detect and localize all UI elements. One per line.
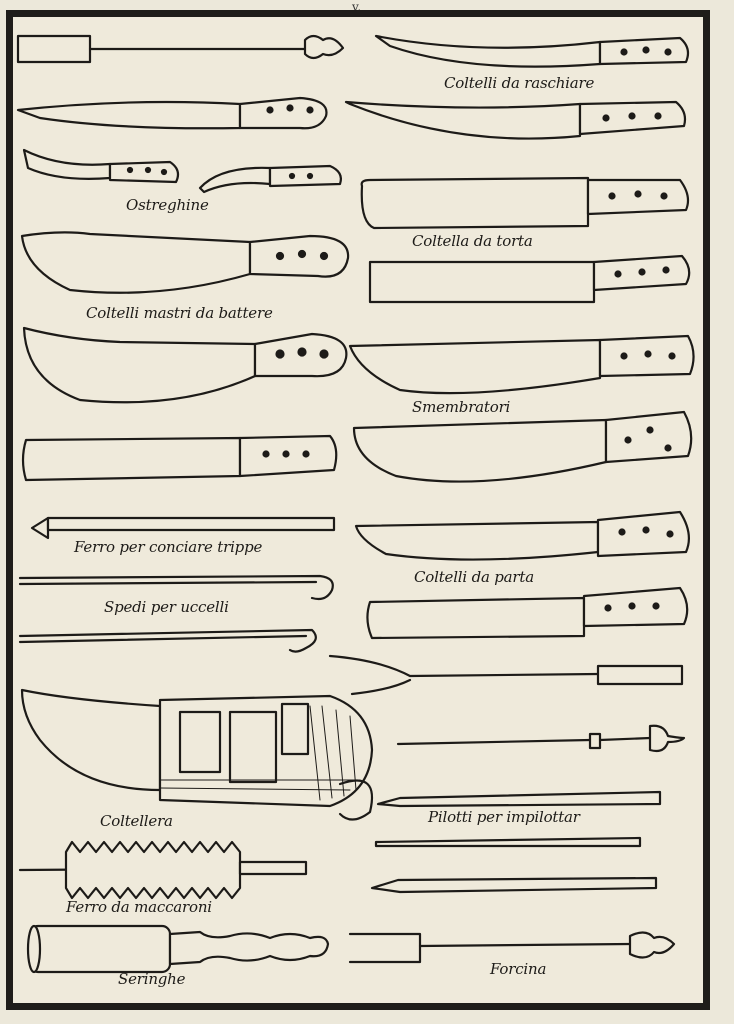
caption-coltellera: Coltellera: [100, 812, 173, 830]
skewer-top-left-illustration: [16, 34, 345, 64]
carving-fork-illustration: [328, 654, 684, 696]
larding-needle-4-illustration: [370, 876, 658, 894]
forcina-illustration: [348, 931, 676, 964]
knife-sheath-illustration: [20, 688, 374, 821]
pasta-knife-2-illustration: [366, 586, 689, 640]
caption-ostreghine: Ostreghine: [126, 196, 209, 214]
pasta-knife-1-illustration: [354, 510, 691, 561]
bird-spit-1-illustration: [18, 574, 334, 601]
caption-forcina: Forcina: [490, 960, 547, 978]
syringe-illustration: [26, 924, 330, 974]
dismembering-knife-1-illustration: [348, 334, 695, 395]
caption-ferro-per-conciare-trippe: Ferro per conciare trippe: [74, 538, 263, 556]
tripe-iron-illustration: [30, 516, 336, 540]
pie-knife-1-illustration: [360, 176, 690, 230]
knife-1-left-illustration: [16, 96, 328, 130]
oyster-knife-1-illustration: [22, 148, 180, 184]
larding-needle-1-illustration: [396, 724, 686, 753]
caption-coltelli-mastri-da-battere: Coltelli mastri da battere: [86, 304, 273, 322]
scraping-knife-1-illustration: [374, 34, 690, 68]
master-knife-2-illustration: [22, 326, 348, 404]
caption-coltelli-da-parta: Coltelli da parta: [414, 568, 534, 586]
cleaver-left-illustration: [21, 434, 338, 482]
pie-knife-2-illustration: [368, 254, 691, 304]
macaroni-iron-illustration: [18, 840, 308, 900]
page-mark: v.: [352, 0, 362, 14]
bird-spit-2-illustration: [18, 628, 317, 653]
caption-smembratori: Smembratori: [412, 398, 511, 416]
caption-coltelli-da-raschiare: Coltelli da raschiare: [444, 74, 595, 92]
master-knife-1-illustration: [20, 231, 350, 294]
caption-ferro-da-maccaroni: Ferro da maccaroni: [66, 898, 212, 916]
larding-needle-3-illustration: [374, 836, 642, 848]
caption-seringhe: Seringhe: [118, 970, 186, 988]
caption-spedi-per-uccelli: Spedi per uccelli: [104, 598, 229, 616]
caption-pilotti-per-impilottar: Pilotti per impilottar: [428, 808, 580, 826]
scraping-knife-2-illustration: [344, 100, 687, 140]
dismembering-knife-2-illustration: [352, 410, 693, 483]
larding-needle-2-illustration: [376, 790, 662, 808]
oyster-knife-2-illustration: [198, 164, 342, 194]
caption-coltella-da-torta: Coltella da torta: [412, 232, 533, 250]
